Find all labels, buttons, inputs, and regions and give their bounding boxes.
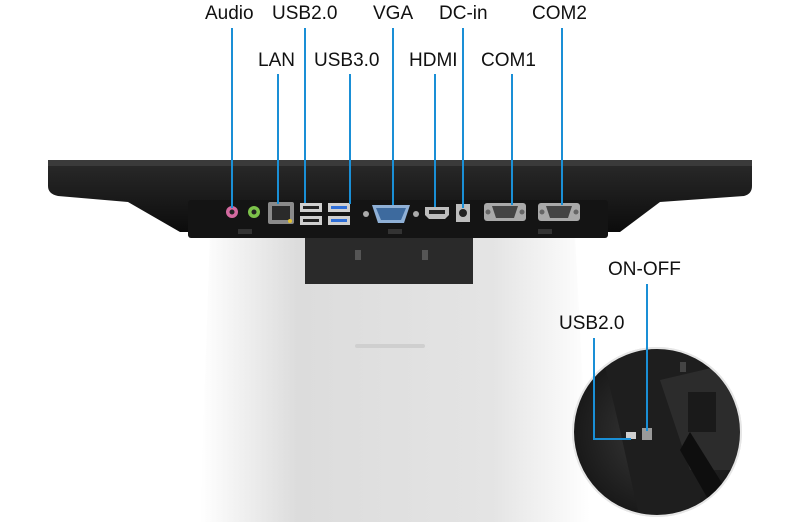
hdmi-label: HDMI xyxy=(409,50,458,71)
lan-leader-line xyxy=(277,74,279,204)
audio-label: Audio xyxy=(205,3,254,24)
com1-label: COM1 xyxy=(481,50,536,71)
hdmi-leader-line xyxy=(434,74,436,207)
vga-leader-line xyxy=(392,28,394,205)
stand xyxy=(200,236,590,522)
dc-in-port xyxy=(456,204,470,222)
dc-in-leader-line xyxy=(462,28,464,208)
lan-label: LAN xyxy=(258,50,295,71)
usb2-side-leader-horizontal xyxy=(593,438,631,440)
usb2-ports xyxy=(300,203,322,225)
usb2-leader-line xyxy=(304,28,306,203)
audio-leader-line xyxy=(231,28,233,208)
vga-port xyxy=(363,205,419,223)
hdmi-port xyxy=(425,207,449,219)
on-off-leader-line xyxy=(646,284,648,431)
lan-port xyxy=(268,202,294,224)
com2-leader-line xyxy=(561,28,563,205)
com2-port xyxy=(538,203,580,221)
usb2-label: USB2.0 xyxy=(272,3,338,24)
com1-port xyxy=(484,203,526,221)
usb2-side-label: USB2.0 xyxy=(559,313,625,334)
usb3-ports xyxy=(328,203,350,225)
monitor-body xyxy=(48,160,752,238)
usb3-label: USB3.0 xyxy=(314,50,380,71)
side-zoom-inset xyxy=(572,347,742,517)
vga-label: VGA xyxy=(373,3,414,24)
audio-jacks xyxy=(226,206,260,218)
on-off-label: ON-OFF xyxy=(608,259,681,280)
usb2-side-leader-vertical xyxy=(593,338,595,440)
com1-leader-line xyxy=(511,74,513,205)
dc-in-label: DC-in xyxy=(439,3,488,24)
usb3-leader-line xyxy=(349,74,351,204)
com2-label: COM2 xyxy=(532,3,587,24)
